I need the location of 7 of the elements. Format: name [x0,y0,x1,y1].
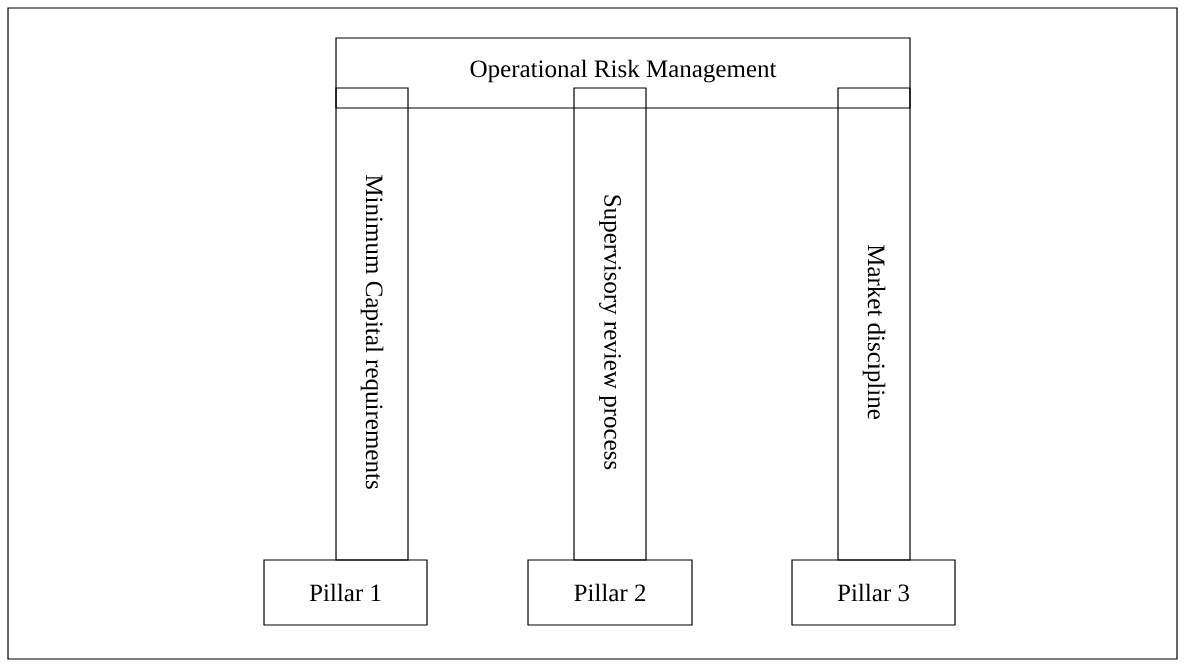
pillar-base-box: Pillar 1 [263,559,428,626]
roof-box: Operational Risk Management [335,37,911,109]
pillar-column: Market discipline [837,87,911,561]
pillar-base-box: Pillar 2 [527,559,693,626]
pillar-base-box: Pillar 3 [791,559,956,626]
pillar-column: Supervisory review process [573,87,647,561]
pillar-column: Minimum Capital requirements [335,87,409,561]
